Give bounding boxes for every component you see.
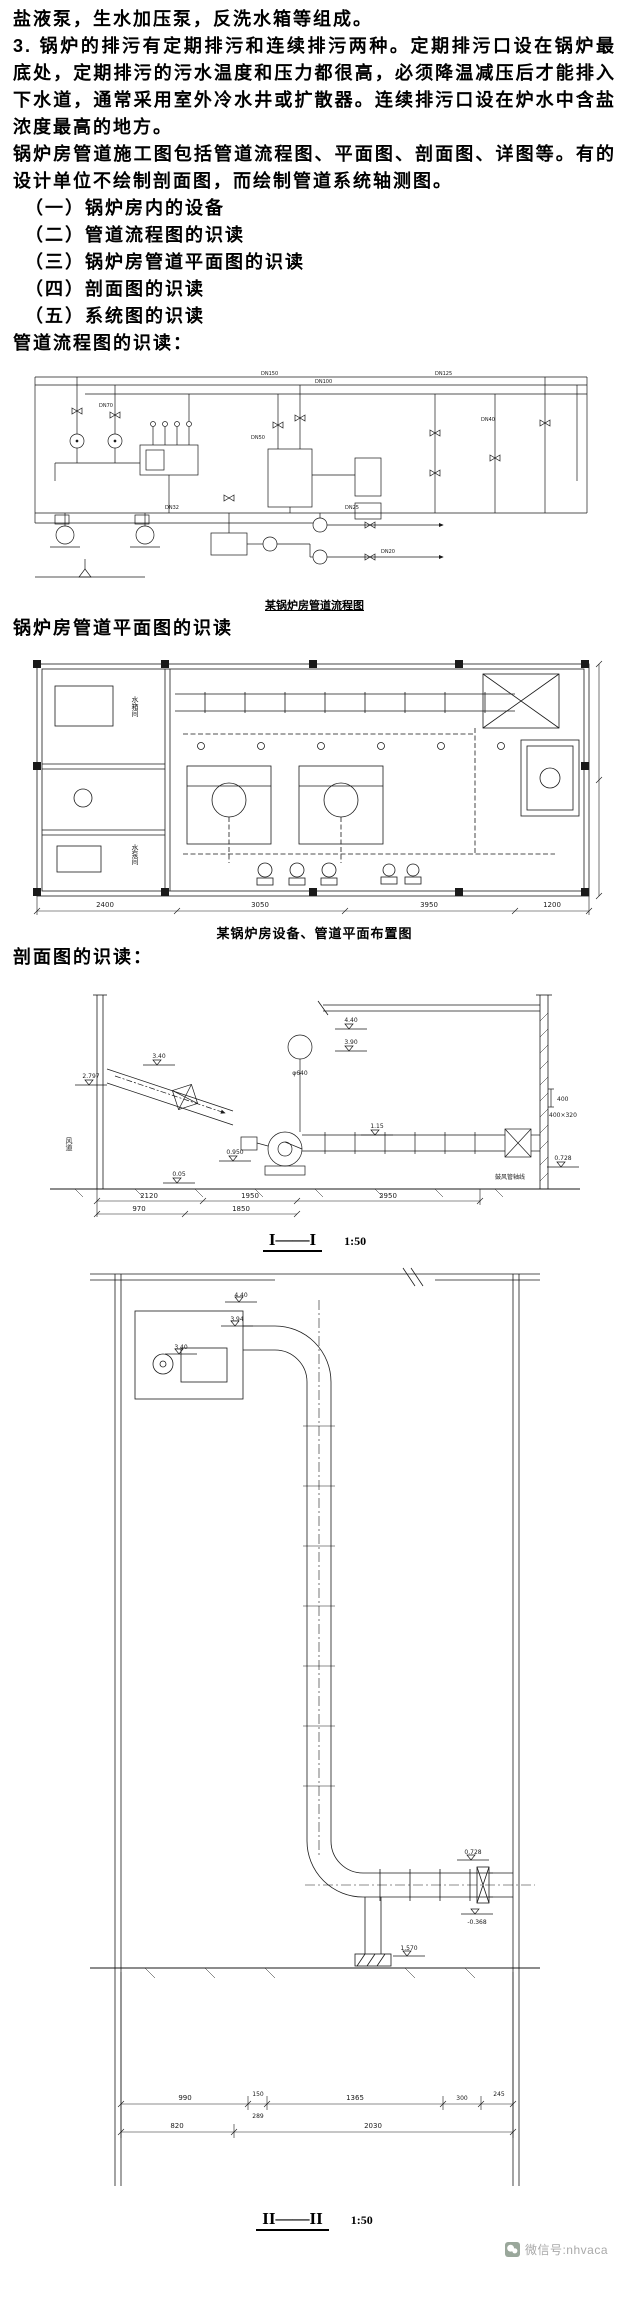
watermark-text: 微信号:nhvaca — [524, 2243, 608, 2257]
room-label: 水泵间 — [131, 843, 139, 866]
elevation-label: 3.90 — [344, 1039, 358, 1046]
pipe-size-label: DN150 — [261, 371, 278, 377]
heading-plan: 锅炉房管道平面图的识读 — [13, 618, 233, 638]
dim-label: 2950 — [379, 1192, 397, 1200]
section-1-mark: I——I — [262, 1230, 323, 1252]
document-page: 盐液泵，生水加压泵，反洗水箱等组成。 3. 锅炉的排污有定期排污和连续排污两种。… — [13, 9, 616, 2264]
watermark-footer: 微信号:nhvaca — [13, 2231, 616, 2264]
pipe-size-label: DN25 — [345, 505, 359, 511]
elevation-label: 0.950 — [226, 1149, 243, 1156]
pipe-size-label: DN32 — [165, 505, 179, 511]
para-blowdown: 3. 锅炉的排污有定期排污和连续排污两种。定期排污口设在锅炉最底处，定期排污的污… — [13, 36, 616, 137]
section-2-scale: 1:50 — [350, 2213, 373, 2227]
list-item: （二）管道流程图的识读 — [25, 225, 245, 245]
duct-note-label: 鼓风管轴线 — [495, 1173, 525, 1181]
plan-view-caption: 某锅炉房设备、管道平面布置图 — [216, 926, 413, 941]
duct-size-label: φ640 — [292, 1070, 308, 1077]
section-2-label: II——II 1:50 — [13, 2209, 616, 2231]
dim-label: 150 — [252, 2091, 264, 2098]
dim-label: 820 — [170, 2122, 183, 2130]
pipe-size-label: DN125 — [435, 371, 452, 377]
list-item: （三）锅炉房管道平面图的识读 — [25, 252, 305, 272]
flow-diagram-caption: 某锅炉房管道流程图 — [265, 600, 364, 612]
section-1-scale: 1:50 — [344, 1234, 367, 1248]
elevation-label: 0.728 — [464, 1849, 481, 1856]
elevation-label: 1.570 — [400, 1945, 417, 1952]
dim-label: 300 — [456, 2095, 468, 2102]
elevation-label: 0.728 — [554, 1155, 571, 1162]
elevation-label: 3.40 — [152, 1053, 166, 1060]
elevation-label: 1.15 — [370, 1123, 384, 1130]
elevation-label: 3.94 — [230, 1316, 244, 1323]
dim-label: 1950 — [241, 1192, 259, 1200]
dim-label: 2400 — [96, 901, 114, 909]
dim-label: 400×320 — [549, 1112, 577, 1119]
figure-plan-view: 2400 3050 3950 1200 水箱间 水泵间 某锅炉房设备、管道平面布… — [13, 648, 616, 942]
list-item: （一）锅炉房内的设备 — [25, 198, 225, 218]
elevation-label: 0.05 — [172, 1171, 186, 1178]
pipe-size-label: DN40 — [481, 417, 495, 423]
dim-label: 245 — [493, 2091, 505, 2098]
dim-label: 1365 — [346, 2094, 364, 2102]
figure-section-2: 4.40 3.94 3.40 0.728 -0.368 1.570 — [13, 1256, 616, 2231]
elevation-label: 2.797 — [82, 1073, 99, 1080]
dim-label: 3050 — [251, 901, 269, 909]
dim-label: 2030 — [364, 2122, 382, 2130]
dim-label: 1200 — [543, 901, 561, 909]
para-drawings: 锅炉房管道施工图包括管道流程图、平面图、剖面图、详图等。有的设计单位不绘制剖面图… — [13, 144, 616, 191]
heading-flow: 管道流程图的识读： — [13, 333, 193, 353]
dim-label: 990 — [178, 2094, 191, 2102]
dim-label: 289 — [252, 2113, 264, 2120]
dim-label: 1850 — [232, 1205, 250, 1213]
dim-label: 2120 — [140, 1192, 158, 1200]
pipe-size-label: DN100 — [315, 379, 332, 385]
intro-line: 盐液泵，生水加压泵，反洗水箱等组成。 — [13, 9, 373, 29]
section-1-label: I——I 1:50 — [13, 1230, 616, 1252]
section-1-svg: 4.40 3.90 3.40 2.797 1.15 0.950 0.05 0.7… — [49, 994, 580, 1218]
elevation-label: 4.40 — [234, 1292, 248, 1299]
list-item: （五）系统图的识读 — [25, 306, 205, 326]
heading-section: 剖面图的识读： — [13, 947, 153, 967]
section-2-svg: 4.40 3.94 3.40 0.728 -0.368 1.570 — [89, 1267, 540, 2186]
elevation-label: 4.40 — [344, 1017, 358, 1024]
elevation-label: -0.368 — [467, 1919, 487, 1926]
dim-label: 400 — [557, 1096, 569, 1103]
dim-label: 3950 — [420, 901, 438, 909]
flow-diagram-svg: DN150 DN125 DN100 DN70 DN50 DN40 DN32 DN… — [34, 371, 587, 578]
section-2-mark: II——II — [256, 2209, 329, 2231]
plan-view-svg: 2400 3050 3950 1200 水箱间 水泵间 — [32, 660, 602, 915]
air-duct-label: 风道 — [65, 1137, 73, 1152]
pipe-size-label: DN70 — [99, 403, 113, 409]
pipe-size-label: DN20 — [381, 549, 395, 555]
pipe-size-label: DN50 — [251, 435, 265, 441]
room-label: 水箱间 — [131, 695, 139, 718]
figure-flow-diagram: DN150 DN125 DN100 DN70 DN50 DN40 DN32 DN… — [13, 363, 616, 613]
outline-list: （一）锅炉房内的设备 （二）管道流程图的识读 （三）锅炉房管道平面图的识读 （四… — [13, 195, 616, 330]
list-item: （四）剖面图的识读 — [25, 279, 205, 299]
dim-label: 970 — [132, 1205, 145, 1213]
figure-section-1: 4.40 3.90 3.40 2.797 1.15 0.950 0.05 0.7… — [13, 977, 616, 1252]
elevation-label: 3.40 — [174, 1344, 188, 1351]
wechat-icon — [504, 2242, 520, 2257]
